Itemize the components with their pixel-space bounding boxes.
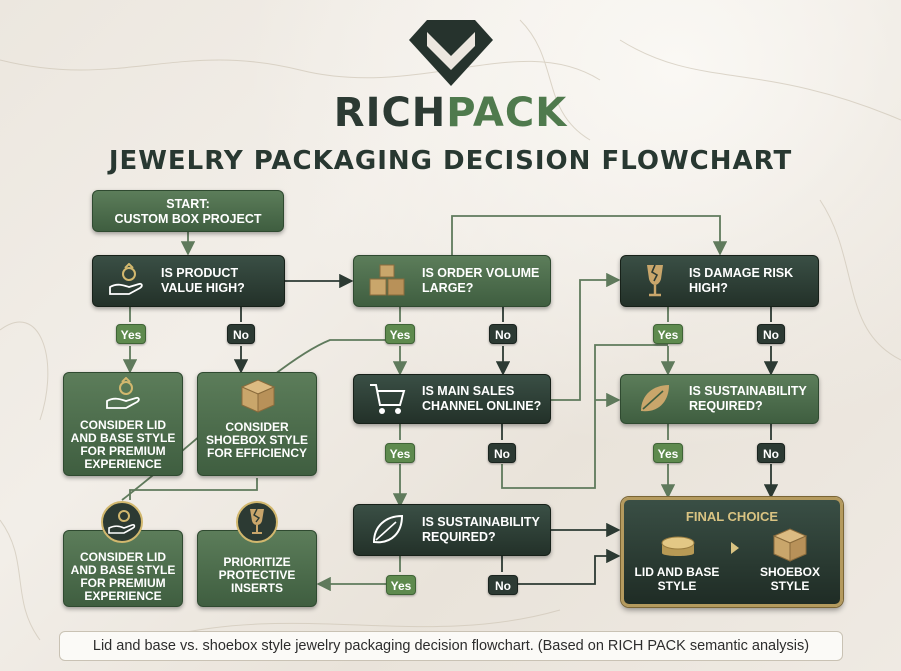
brand-name: RICHPACK [0, 90, 901, 136]
outcome-lid-and-base-top-label: CONSIDER LID AND BASE STYLE FOR PREMIUM … [70, 418, 176, 471]
hand-ring-icon [106, 377, 140, 409]
fragile-glass-icon [647, 264, 663, 297]
yes-label: Yes [653, 443, 683, 463]
decision-damage-risk-high-label: IS DAMAGE RISK HIGH? [689, 266, 794, 295]
final-choice-title: FINAL CHOICE [685, 509, 779, 524]
decision-sales-channel-online: IS MAIN SALES CHANNEL ONLINE? [353, 374, 551, 424]
page-title: JEWELRY PACKAGING DECISION FLOWCHART [108, 146, 793, 176]
final-option-shoebox: SHOEBOX STYLE [759, 565, 820, 593]
decision-sustainability-right-label: IS SUSTAINABILITY REQUIRED? [689, 384, 807, 413]
shopping-cart-icon [370, 384, 406, 414]
final-choice-box: FINAL CHOICE LID AND BASE STYLE SHOEBOX … [621, 497, 843, 607]
decision-damage-risk-high: IS DAMAGE RISK HIGH? [620, 255, 819, 307]
decision-product-value-high-label: IS PRODUCT VALUE HIGH? [161, 266, 245, 295]
start-node: START: CUSTOM BOX PROJECT [92, 190, 284, 232]
lid-base-box-icon [661, 536, 695, 556]
decision-sales-channel-online-label: IS MAIN SALES CHANNEL ONLINE? [422, 384, 542, 413]
leaf-icon [641, 385, 669, 412]
yes-label: Yes [386, 575, 416, 595]
boxes-icon [369, 264, 405, 296]
diamond-envelope-logo-icon [409, 20, 493, 86]
decision-sustainability-mid: IS SUSTAINABILITY REQUIRED? [353, 504, 551, 556]
yes-label: Yes [116, 324, 146, 344]
hand-ring-icon [109, 263, 143, 295]
no-label: No [488, 443, 516, 463]
caption: Lid and base vs. shoebox style jewelry p… [59, 631, 843, 661]
no-label: No [757, 443, 785, 463]
box-icon [772, 528, 808, 562]
outcome-shoebox-label: CONSIDER SHOEBOX STYLE FOR EFFICIENCY [205, 420, 309, 460]
no-label: No [489, 324, 517, 344]
outcome-lid-and-base-top: CONSIDER LID AND BASE STYLE FOR PREMIUM … [63, 372, 183, 476]
outcome-protective-inserts-label: PRIORITIZE PROTECTIVE INSERTS [218, 555, 296, 595]
decision-order-volume-large-label: IS ORDER VOLUME LARGE? [422, 266, 540, 295]
decision-sustainability-right: IS SUSTAINABILITY REQUIRED? [620, 374, 819, 424]
hand-ring-icon [101, 501, 143, 543]
box-icon [240, 379, 276, 413]
arrow-right-icon [731, 542, 739, 554]
fragile-glass-icon [236, 501, 278, 543]
yes-label: Yes [385, 324, 415, 344]
yes-label: Yes [653, 324, 683, 344]
leaf-icon [372, 514, 404, 544]
brand-name-pack: PACK [446, 90, 568, 136]
start-line-1: START: [166, 197, 210, 211]
start-line-2: CUSTOM BOX PROJECT [114, 212, 262, 226]
no-label: No [227, 324, 255, 344]
decision-sustainability-mid-label: IS SUSTAINABILITY REQUIRED? [422, 515, 540, 544]
yes-label: Yes [385, 443, 415, 463]
no-label: No [757, 324, 785, 344]
outcome-shoebox: CONSIDER SHOEBOX STYLE FOR EFFICIENCY [197, 372, 317, 476]
brand-name-rich: RICH [333, 90, 447, 136]
decision-order-volume-large: IS ORDER VOLUME LARGE? [353, 255, 551, 307]
outcome-lid-and-base-bottom-label: CONSIDER LID AND BASE STYLE FOR PREMIUM … [70, 550, 176, 603]
no-label: No [488, 575, 518, 595]
final-option-lid-and-base: LID AND BASE STYLE [634, 565, 720, 593]
decision-product-value-high: IS PRODUCT VALUE HIGH? [92, 255, 285, 307]
